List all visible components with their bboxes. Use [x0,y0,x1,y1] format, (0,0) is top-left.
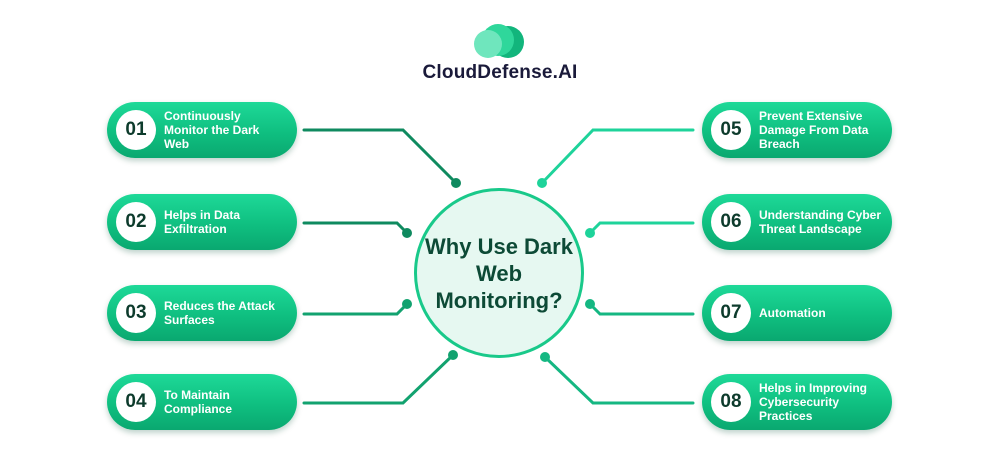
item-number: 05 [711,110,751,150]
item-03: 03 Reduces the Attack Surfaces [107,285,297,341]
item-label: Reduces the Attack Surfaces [164,299,275,327]
connector-dot-08 [540,352,550,362]
connector-dot-06 [585,228,595,238]
item-label: Understanding Cyber Threat Landscape [759,208,882,236]
item-05: 05 Prevent Extensive Damage From Data Br… [702,102,892,158]
item-label: Helps in Data Exfiltration [164,208,241,236]
connector-dot-04 [448,350,458,360]
connector-05 [540,128,695,185]
item-number: 06 [711,202,751,242]
item-label: Prevent Extensive Damage From Data Breac… [759,109,869,151]
item-01: 01 Continuously Monitor the Dark Web [107,102,297,158]
item-02: 02 Helps in Data Exfiltration [107,194,297,250]
brand-name: CloudDefense.AI [422,62,578,83]
item-label: Automation [759,306,826,320]
connector-dot-03 [402,299,412,309]
center-title: Why Use Dark Web Monitoring? [425,233,573,313]
item-07: 07 Automation [702,285,892,341]
connector-02 [302,221,409,235]
connector-07 [588,302,695,316]
connector-03 [302,302,409,316]
cloud-icon [474,24,524,58]
connector-dot-07 [585,299,595,309]
connector-dot-05 [537,178,547,188]
item-label: To Maintain Compliance [164,388,233,416]
connector-04 [302,353,455,405]
center-topic: Why Use Dark Web Monitoring? [414,188,584,358]
item-number: 08 [711,382,751,422]
item-number: 01 [116,110,156,150]
connector-01 [302,128,458,185]
item-08: 08 Helps in Improving Cybersecurity Prac… [702,374,892,430]
connector-dot-01 [451,178,461,188]
item-number: 03 [116,293,156,333]
item-number: 07 [711,293,751,333]
connector-08 [543,355,695,405]
item-label: Continuously Monitor the Dark Web [164,109,260,151]
item-label: Helps in Improving Cybersecurity Practic… [759,381,868,423]
connector-dot-02 [402,228,412,238]
item-04: 04 To Maintain Compliance [107,374,297,430]
item-06: 06 Understanding Cyber Threat Landscape [702,194,892,250]
item-number: 04 [116,382,156,422]
item-number: 02 [116,202,156,242]
connector-06 [588,221,695,235]
